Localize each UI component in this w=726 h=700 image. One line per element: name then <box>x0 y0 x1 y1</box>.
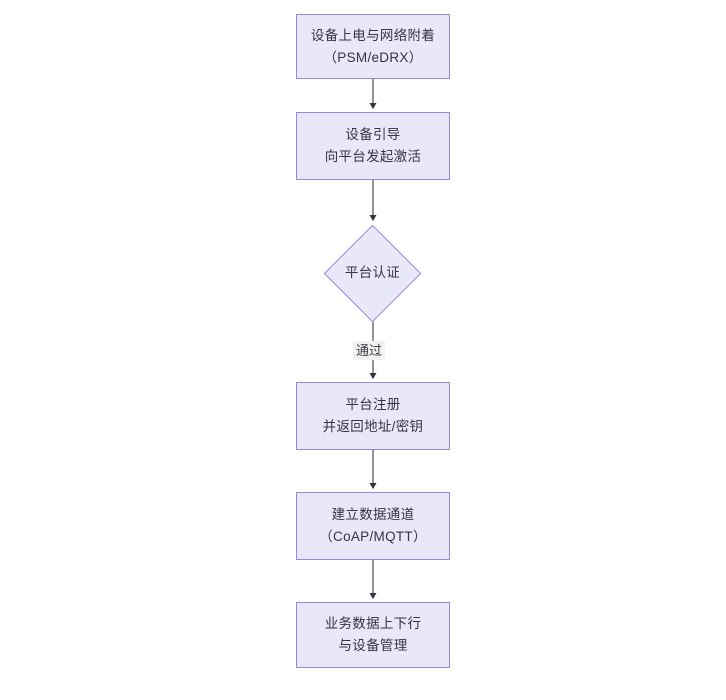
node-business-data-and-device-management[interactable]: 业务数据上下行 与设备管理 <box>296 602 450 668</box>
node-device-power-on[interactable]: 设备上电与网络附着 （PSM/eDRX） <box>296 14 450 79</box>
node-line: 设备上电与网络附着 <box>310 27 436 43</box>
node-line: 平台认证 <box>344 265 401 280</box>
node-line: 向平台发起激活 <box>324 149 422 164</box>
node-line: 设备引导 <box>345 127 401 142</box>
edge-label-pass: 通过 <box>353 341 386 360</box>
node-line: （CoAP/MQTT） <box>319 529 427 544</box>
node-line: 与设备管理 <box>338 638 408 653</box>
node-establish-data-channel[interactable]: 建立数据通道 （CoAP/MQTT） <box>296 492 450 560</box>
node-line: 建立数据通道 <box>331 507 415 522</box>
node-platform-authentication[interactable]: 平台认证 <box>323 224 422 322</box>
node-line: （PSM/eDRX） <box>323 49 423 65</box>
node-line: 业务数据上下行 <box>324 616 422 631</box>
node-device-bootstrap[interactable]: 设备引导 向平台发起激活 <box>296 112 450 180</box>
node-line: 并返回地址/密钥 <box>322 419 424 434</box>
node-line: 平台注册 <box>345 397 401 412</box>
node-platform-registration[interactable]: 平台注册 并返回地址/密钥 <box>296 382 450 450</box>
